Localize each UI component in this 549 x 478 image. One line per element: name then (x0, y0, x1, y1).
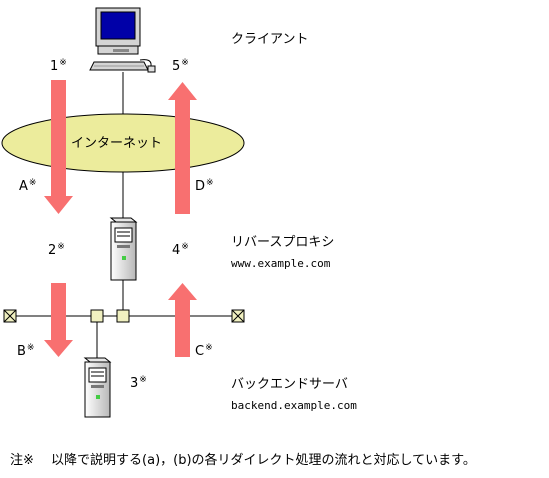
arrow-request-client-to-proxy (44, 80, 73, 214)
proxy-host: www.example.com (231, 257, 331, 270)
proxy-connector-icon (116, 309, 130, 323)
client-label: クライアント (231, 32, 309, 47)
bus-terminator-right-icon (231, 309, 245, 323)
step-1-label: 1※ (50, 58, 67, 74)
backend-connector-icon (90, 309, 104, 323)
arrow-request-proxy-to-backend (44, 283, 73, 357)
step-5-label: 5※ (172, 58, 189, 74)
step-3-label: 3※ (130, 375, 147, 391)
client-computer-icon (89, 7, 156, 73)
step-2-label: 2※ (48, 242, 65, 258)
backend-server-icon (83, 357, 112, 418)
step-a-label: A※ (19, 178, 37, 194)
step-4-label: 4※ (172, 242, 189, 258)
arrow-response-proxy-to-client (168, 82, 197, 214)
internet-label: インターネット (71, 136, 163, 151)
proxy-label: リバースプロキシ (231, 235, 335, 250)
proxy-server-icon (109, 217, 138, 281)
step-b-label: B※ (17, 343, 35, 359)
bus-terminator-left-icon (3, 309, 17, 323)
footnote: 注※ 以降で説明する(a)，(b)の各リダイレクト処理の流れと対応しています。 (10, 453, 476, 468)
backend-label: バックエンドサーバ (231, 377, 348, 392)
step-c-label: C※ (195, 343, 213, 359)
backend-host: backend.example.com (231, 399, 357, 412)
step-d-label: D※ (195, 178, 214, 194)
arrow-response-backend-to-proxy (168, 283, 197, 357)
